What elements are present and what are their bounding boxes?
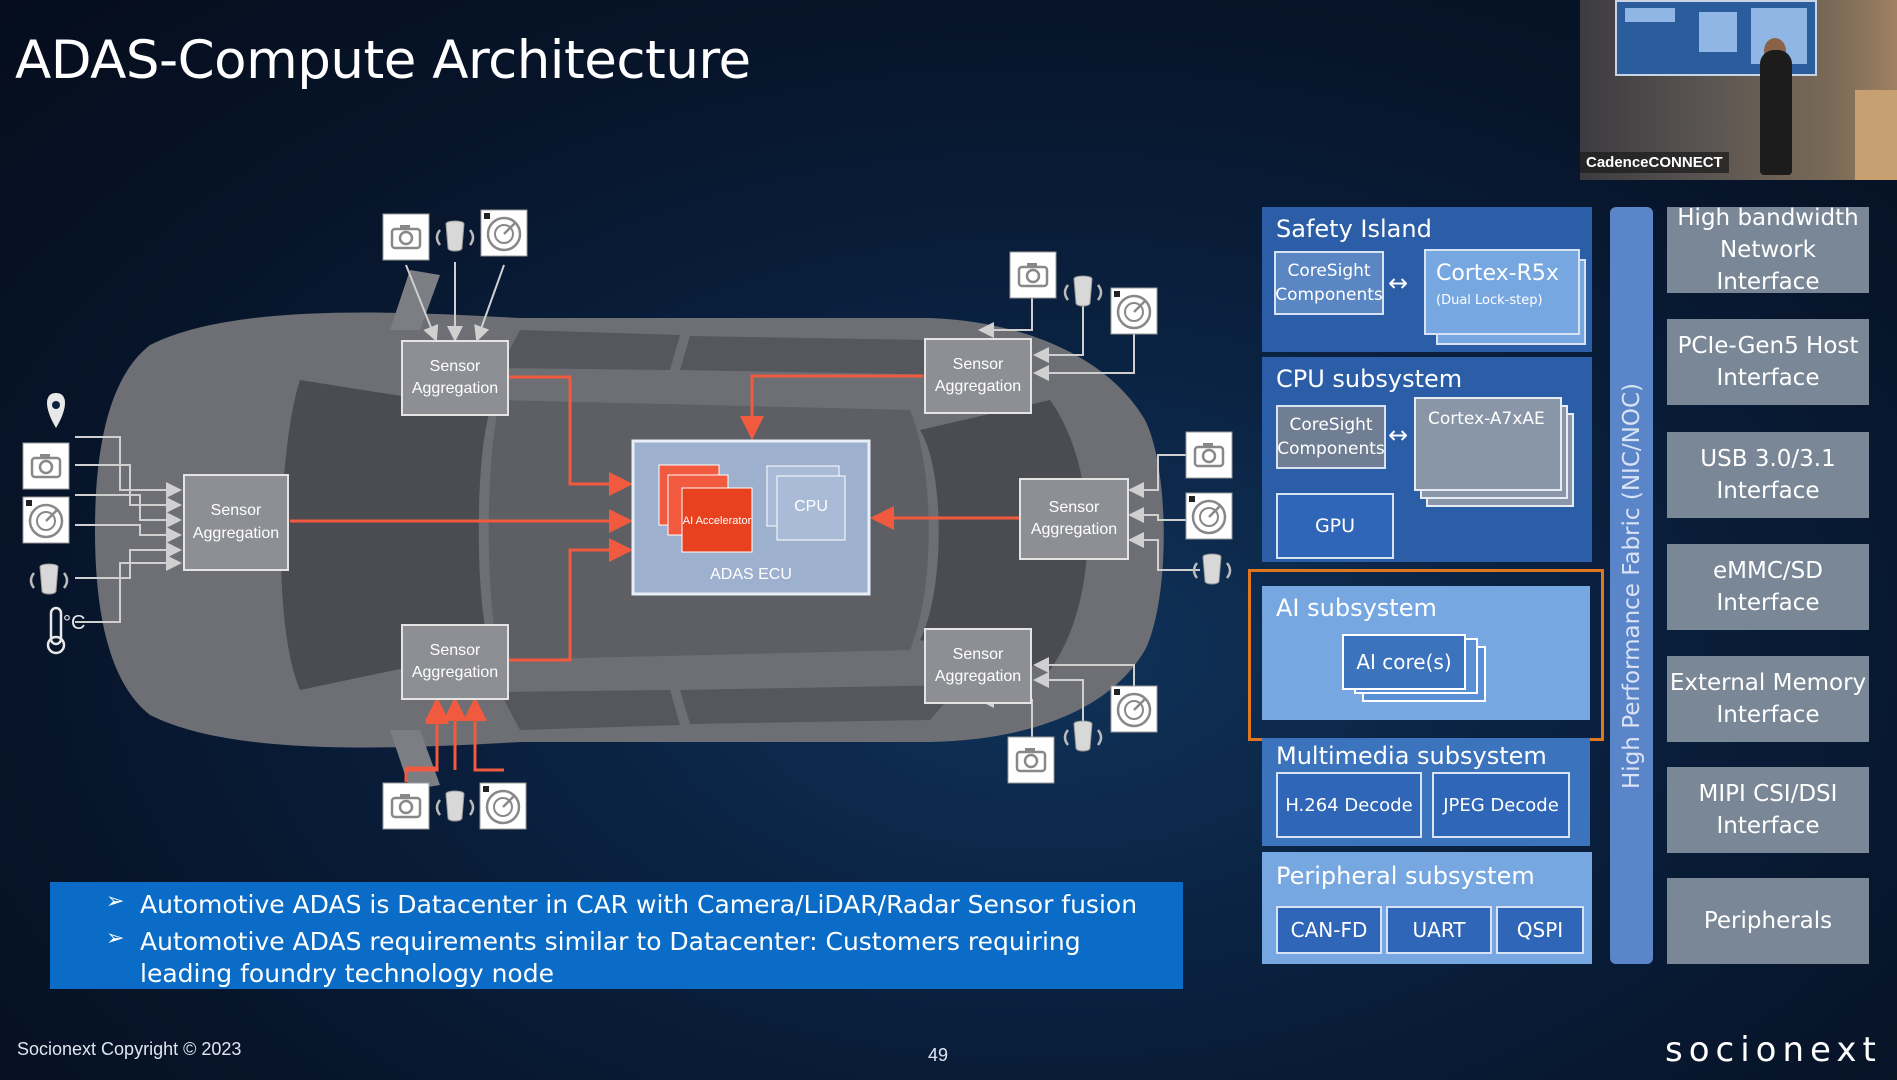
peripheral-subsystem: Peripheral subsystem CAN-FD UART QSPI — [1262, 852, 1592, 964]
lidar-icon — [1063, 719, 1103, 753]
sensor-aggregation-front-left: Sensor Aggregation — [401, 340, 509, 416]
radar-icon — [1109, 286, 1159, 336]
lidar-icon — [435, 219, 475, 253]
camera-icon — [21, 441, 71, 491]
gps-pin-icon — [47, 393, 65, 428]
radar-icon — [1184, 491, 1234, 541]
cpu-subsystem: CPU subsystem CoreSight Components ↔ Cor… — [1262, 357, 1592, 562]
ai-core-block: AI core(s) — [1342, 634, 1466, 690]
ai-accelerator-label: AI Accelerator — [682, 515, 752, 527]
interface-mipi: MIPI CSI/DSI Interface — [1667, 767, 1869, 853]
sensor-aggregation-front-right: Sensor Aggregation — [401, 624, 509, 700]
camera-icon — [381, 212, 431, 262]
radar-icon — [1109, 684, 1159, 734]
socionext-logo: socionext — [1665, 1030, 1882, 1070]
page-number: 49 — [928, 1045, 949, 1065]
bidirectional-arrow-icon: ↔ — [1388, 421, 1409, 449]
qspi-block: QSPI — [1496, 906, 1584, 954]
ai-accelerator — [681, 487, 753, 553]
arrow-bullet-icon: ➢ — [106, 926, 125, 951]
arrow-bullet-icon: ➢ — [106, 889, 125, 914]
camera-icon — [1184, 430, 1234, 480]
interface-peripherals: Peripherals — [1667, 878, 1869, 964]
lidar-icon — [1063, 274, 1103, 308]
can-fd-block: CAN-FD — [1276, 906, 1382, 954]
lidar-icon — [29, 562, 69, 596]
sensor-aggregation-rear-left: Sensor Aggregation — [924, 338, 1032, 414]
ecu-label: ADAS ECU — [710, 566, 792, 583]
lidar-icon — [1192, 552, 1232, 586]
ai-subsystem: AI subsystem AI core(s) — [1262, 586, 1590, 720]
high-performance-fabric: High Performance Fabric (NIC/NOC) — [1610, 207, 1653, 964]
lidar-icon — [435, 789, 475, 823]
camera-icon — [1008, 250, 1058, 300]
radar-icon — [21, 495, 71, 545]
interface-pcie: PCIe-Gen5 Host Interface — [1667, 319, 1869, 405]
sensor-aggregation-rear-right: Sensor Aggregation — [924, 628, 1032, 704]
speaker-figure — [1760, 50, 1792, 175]
ecu-cpu — [776, 475, 846, 541]
sensor-icons — [21, 208, 1234, 831]
interface-usb: USB 3.0/3.1 Interface — [1667, 432, 1869, 518]
camera-icon — [1006, 735, 1056, 785]
copyright: Socionext Copyright © 2023 — [17, 1039, 242, 1059]
gpu-block: GPU — [1276, 493, 1394, 559]
slide-title: ADAS-Compute Architecture — [15, 30, 751, 91]
radar-icon — [478, 781, 528, 831]
cpu-coresight: CoreSight Components — [1276, 405, 1386, 469]
radar-icon — [479, 208, 529, 258]
cortex-r5x-block: Cortex-R5x (Dual Lock-step) — [1424, 249, 1580, 335]
ai-subsystem-highlight — [1248, 569, 1604, 741]
safety-coresight: CoreSight Components — [1274, 251, 1384, 315]
bidirectional-arrow-icon: ↔ — [1388, 269, 1409, 297]
thermometer-icon — [46, 606, 66, 655]
interface-network: High bandwidth Network Interface — [1667, 205, 1869, 295]
speaker-video: CadenceCONNECT — [1580, 0, 1897, 180]
temperature-unit: °C — [63, 612, 86, 634]
windshield — [281, 380, 490, 690]
safety-island: Safety Island CoreSight Components ↔ Cor… — [1262, 207, 1592, 352]
h264-decode-block: H.264 Decode — [1276, 772, 1422, 838]
car-diagram — [75, 262, 1200, 790]
sensor-aggregation-front: Sensor Aggregation — [183, 474, 289, 571]
bullet-box: ➢ Automotive ADAS is Datacenter in CAR w… — [50, 882, 1183, 989]
sensor-aggregation-rear: Sensor Aggregation — [1019, 478, 1129, 560]
uart-block: UART — [1386, 906, 1492, 954]
rear-window — [920, 400, 1088, 670]
jpeg-decode-block: JPEG Decode — [1432, 772, 1570, 838]
camera-icon — [381, 781, 431, 831]
video-label: CadenceCONNECT — [1580, 152, 1729, 173]
multimedia-subsystem: Multimedia subsystem H.264 Decode JPEG D… — [1262, 738, 1590, 846]
ecu-cpu-label: CPU — [794, 498, 828, 515]
interface-external-memory: External Memory Interface — [1667, 656, 1869, 742]
interface-emmc: eMMC/SD Interface — [1667, 544, 1869, 630]
cortex-a7xae-block: Cortex-A7xAE — [1414, 397, 1562, 491]
